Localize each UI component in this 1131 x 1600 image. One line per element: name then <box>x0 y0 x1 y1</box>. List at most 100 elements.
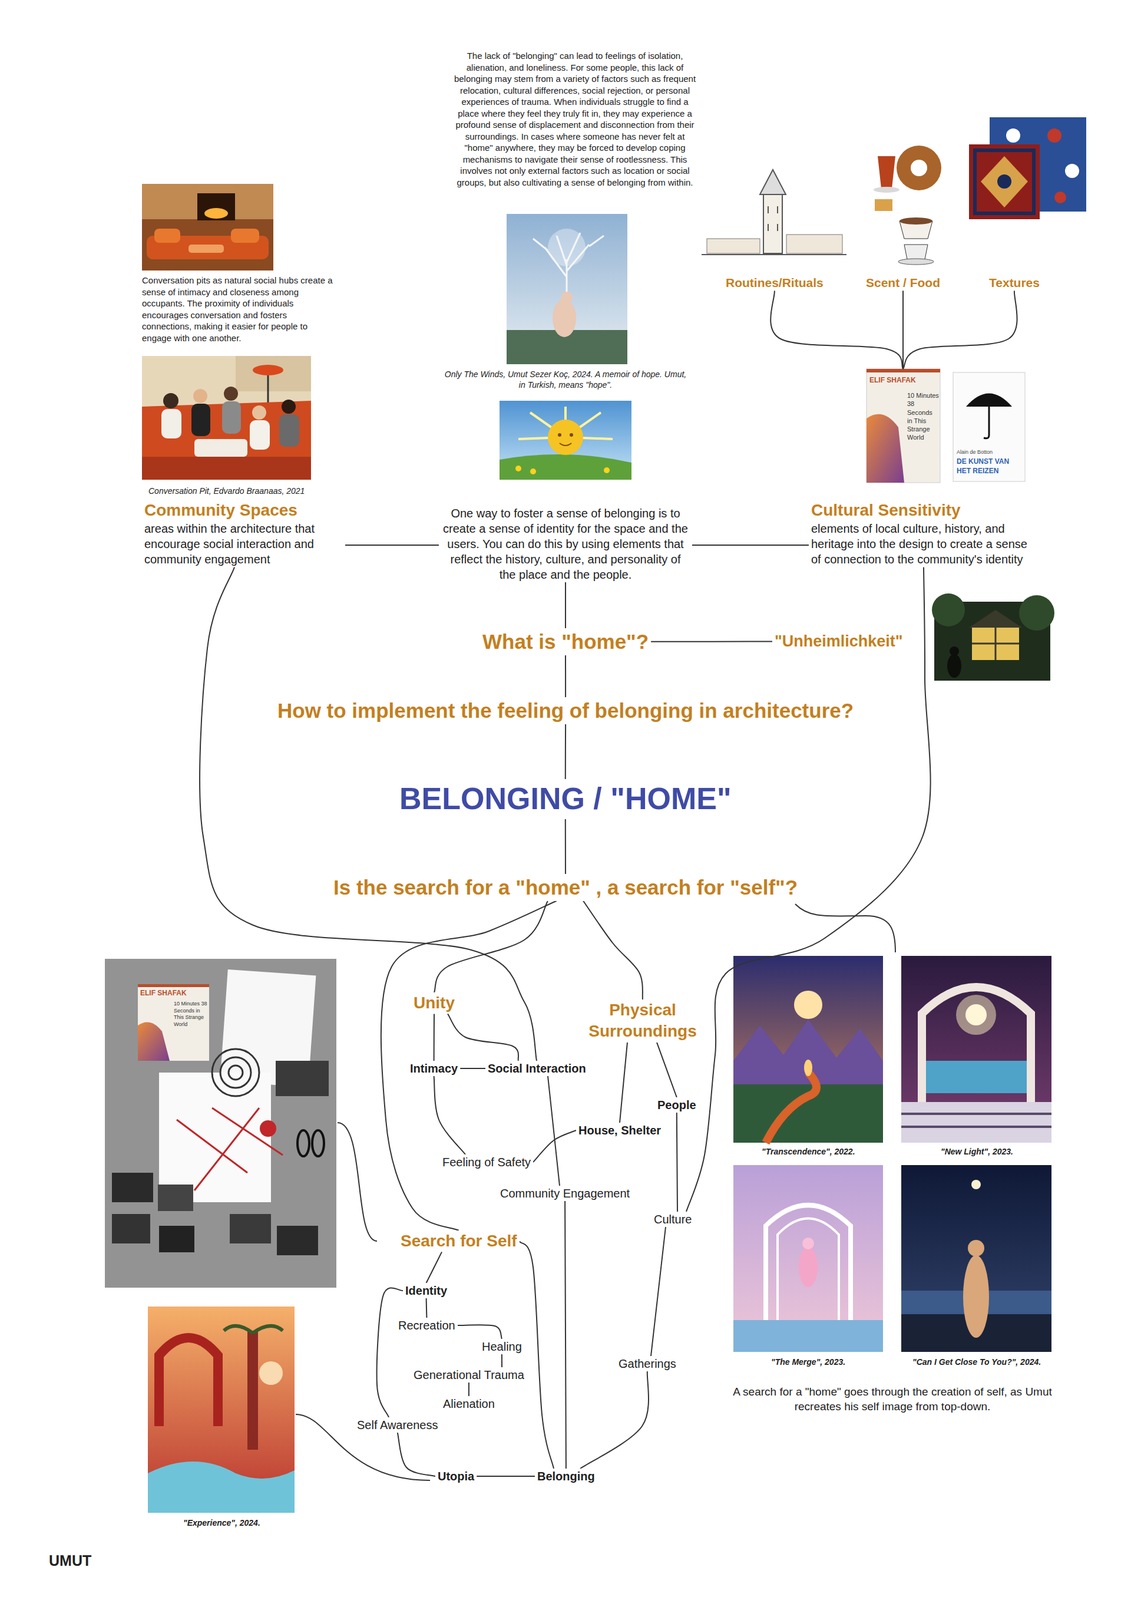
mind-map-node: How to implement the feeling of belongin… <box>275 696 856 724</box>
node-label: BELONGING / "HOME" <box>397 778 734 819</box>
research-collage-photo-part <box>228 1065 243 1080</box>
sun-illustration-part <box>499 400 632 480</box>
artwork-transcendence-part <box>733 955 884 1143</box>
conversation-pit-painting-part <box>193 388 208 403</box>
research-collage-photo-part <box>275 1060 329 1096</box>
artwork-the-merge <box>733 1164 884 1352</box>
book-cover-part <box>966 393 1013 408</box>
mind-map-node: Healing <box>479 1338 525 1354</box>
rug-and-tiles <box>969 117 1087 220</box>
tea-and-simit <box>873 145 942 265</box>
fireplace-photo-part <box>230 228 260 243</box>
mind-map-node: People <box>655 1096 699 1113</box>
artwork-experience-part <box>223 1325 283 1333</box>
connector-line <box>564 723 567 780</box>
text-label: DE KUNST VAN HET REIZEN <box>956 457 1023 476</box>
sun-illustration-part <box>547 419 584 455</box>
text-label: Conversation pits as natural social hubs… <box>141 274 337 344</box>
connector-line <box>902 290 904 369</box>
node-label: Gatherings <box>616 1355 679 1371</box>
conversation-pit-painting-part <box>223 386 238 401</box>
node-label: Community Spaces <box>141 499 346 521</box>
connector-line <box>564 818 567 874</box>
text-label: ELIF SHAFAK <box>140 988 208 998</box>
connector-line <box>583 900 643 1000</box>
artwork-the-merge-part <box>733 1164 884 1352</box>
sun-illustration-part <box>603 467 610 474</box>
mind-map-node: Physical Surroundings <box>574 999 711 1043</box>
artwork-transcendence-part <box>794 990 823 1019</box>
node-label: Self Awareness <box>354 1416 441 1433</box>
research-collage-photo-part <box>312 1129 324 1156</box>
mind-map-node: One way to foster a sense of belonging i… <box>438 505 693 582</box>
node-label: House, Shelter <box>576 1122 664 1138</box>
node-label: Textures <box>986 274 1043 291</box>
mind-map-node: Intimacy <box>407 1060 461 1076</box>
conversation-pit-painting-part <box>194 438 248 457</box>
text-label: 10 Minutes 38 Seconds in This Strange Wo… <box>907 391 939 442</box>
node-label: Culture <box>651 1211 694 1227</box>
unheimlichkeit-still-part <box>1019 594 1055 631</box>
galata-sketch-part <box>786 234 843 254</box>
book-cover <box>953 372 1025 482</box>
artwork-new-light-part <box>901 1101 1052 1143</box>
node-body: areas within the architecture that encou… <box>141 520 346 567</box>
conversation-pit-painting-part <box>281 399 296 414</box>
artwork-can-i-get-close-part <box>901 1164 1052 1352</box>
artwork-the-merge-part <box>798 1246 818 1287</box>
text-label: ELIF SHAFAK <box>869 375 938 386</box>
node-label: People <box>655 1096 699 1113</box>
artwork-experience-part <box>247 1331 259 1450</box>
artwork-transcendence-part <box>765 1072 817 1143</box>
mind-map-node: Routines/Rituals <box>723 274 826 291</box>
research-collage-photo-part <box>159 1072 271 1202</box>
research-collage-photo-part <box>276 1225 319 1255</box>
artwork-experience <box>147 1305 295 1513</box>
connector-line <box>377 1287 403 1417</box>
tea-and-simit-part <box>877 156 896 189</box>
tea-and-simit-part <box>899 217 933 225</box>
node-label: Search for Self <box>398 1229 520 1252</box>
tea-and-simit-part <box>904 244 928 260</box>
text-label: UMUT <box>48 1550 92 1570</box>
text-label: 10 Minutes 38 Seconds in This Strange Wo… <box>173 1000 208 1028</box>
artwork-experience-part <box>147 1305 295 1513</box>
mind-map-node: Generational Trauma <box>411 1366 527 1382</box>
research-collage-photo-part <box>176 1107 283 1190</box>
rug-and-tiles-part <box>1047 128 1062 143</box>
text-label: A search for a "home" goes through the c… <box>727 1384 1058 1414</box>
galata-sketch-part <box>763 194 783 254</box>
conversation-pit-painting-part <box>141 355 312 480</box>
connector-line <box>460 1067 486 1069</box>
sun-illustration-part <box>515 465 522 472</box>
research-collage-photo-part <box>212 1048 260 1096</box>
rug-and-tiles-part <box>997 174 1012 189</box>
node-label: Feeling of Safety <box>440 1153 534 1170</box>
artwork-can-i-get-close-part <box>971 1179 981 1189</box>
leader-line-part <box>337 1122 377 1241</box>
sun-illustration-part <box>557 432 562 437</box>
galata-sketch-part <box>706 238 760 254</box>
conversation-pit-painting-part <box>222 401 241 434</box>
connector-line <box>564 655 567 698</box>
unheimlichkeit-still-part <box>947 653 962 678</box>
unheimlichkeit-still-part <box>931 593 965 627</box>
fireplace-photo-part <box>197 193 236 221</box>
mind-map-node: Community Spacesareas within the archite… <box>141 499 346 567</box>
artwork-transcendence-part <box>804 1059 813 1076</box>
fireplace-photo-part <box>141 183 274 271</box>
mind-map-node: Feeling of Safety <box>440 1153 534 1170</box>
node-label: Utopia <box>435 1467 477 1484</box>
unheimlichkeit-still-part <box>949 646 959 656</box>
artwork-the-merge-part <box>733 1319 884 1352</box>
research-collage-photo-part <box>137 983 210 987</box>
conversation-pit-painting <box>141 355 312 480</box>
conversation-pit-painting-part <box>163 392 179 409</box>
conversation-pit-painting-part <box>191 403 211 436</box>
connector-line <box>650 640 773 643</box>
node-label: Recreation <box>395 1317 458 1333</box>
tea-and-simit-part <box>896 145 942 191</box>
research-collage-photo-part <box>104 958 337 1288</box>
connector-line <box>426 1251 442 1283</box>
